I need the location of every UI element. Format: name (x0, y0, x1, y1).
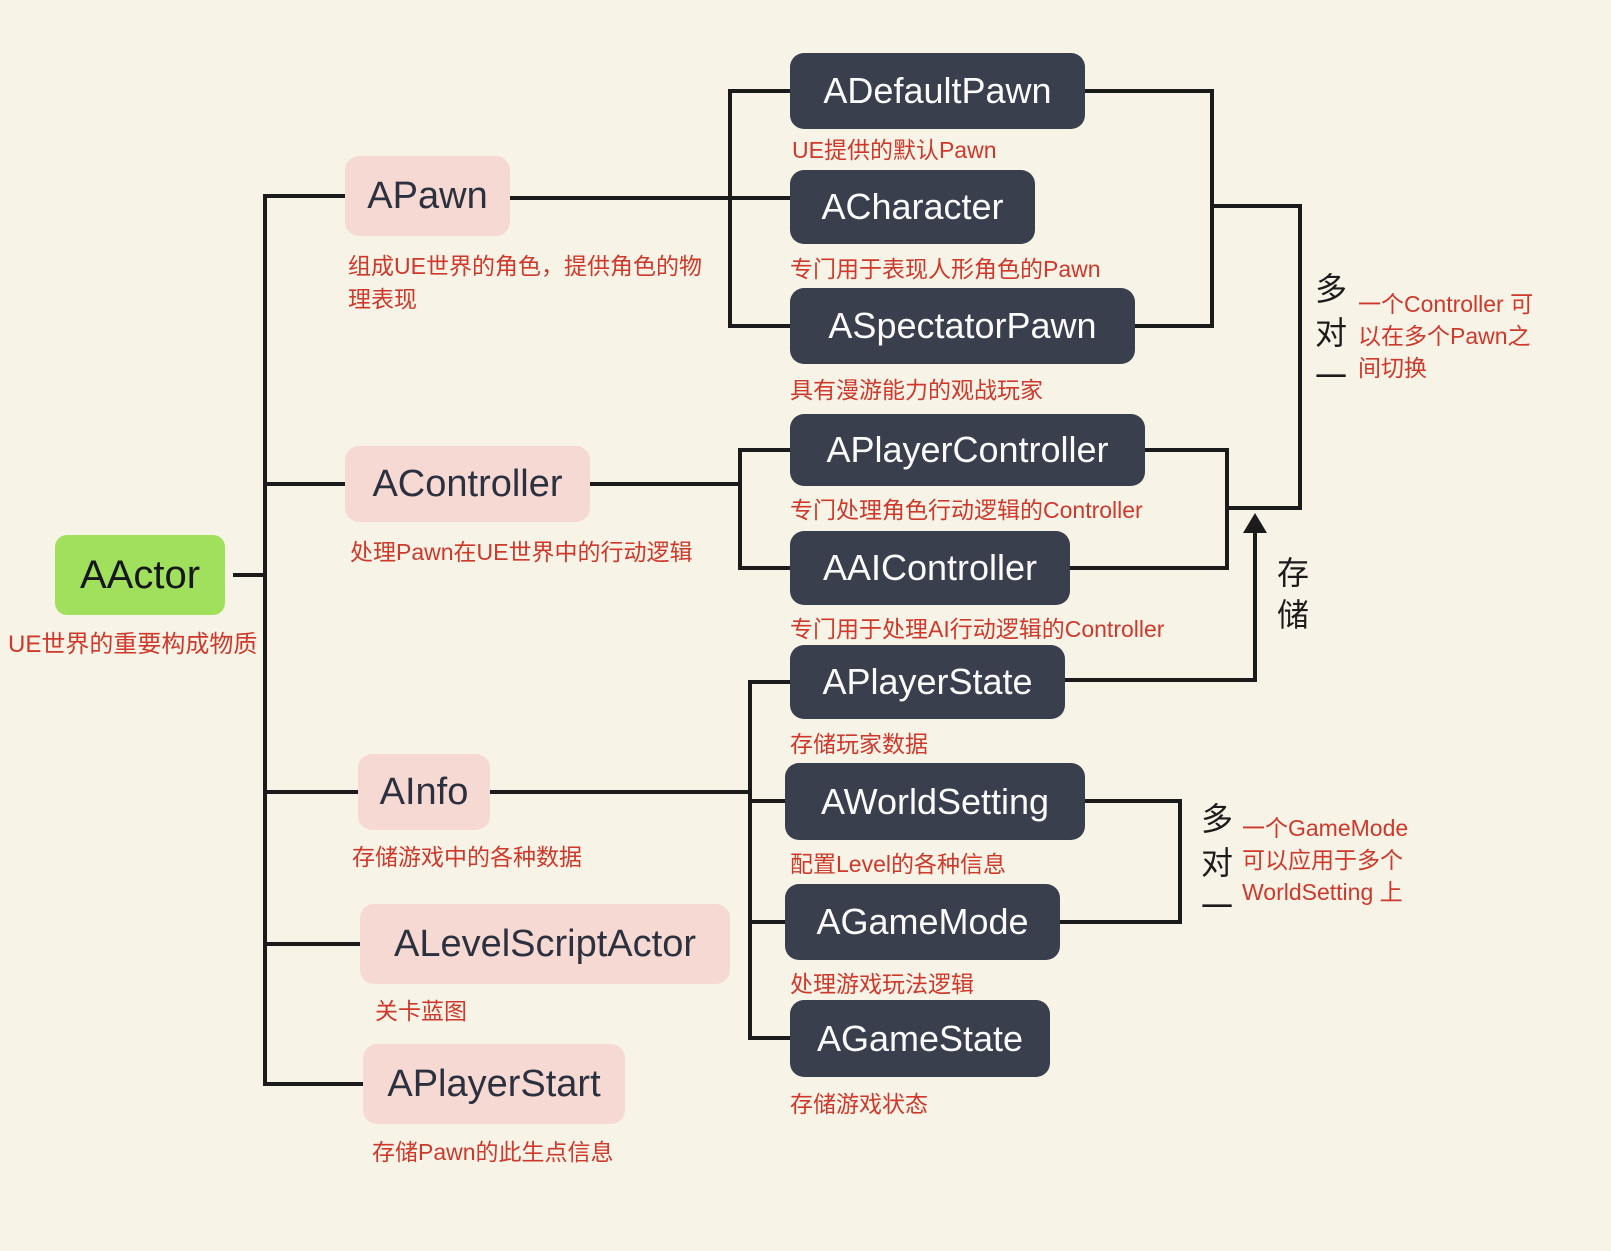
node-acharacter-label: ACharacter (821, 186, 1004, 227)
node-acontroller-label: AController (372, 462, 563, 505)
node-aaicontroller-label: AAIController (822, 547, 1038, 588)
store-arrowhead-icon (1243, 513, 1267, 533)
line-many-to-one-vertical (1298, 204, 1302, 510)
node-aworldsetting: AWorldSetting (785, 763, 1085, 840)
line-stub-aaicontroller (742, 566, 790, 570)
desc-agamestate: 存储游戏状态 (790, 1091, 928, 1117)
line-controller-bracket (738, 448, 742, 570)
line-branch-alevelscriptactor (267, 942, 360, 946)
node-acharacter: ACharacter (790, 170, 1035, 244)
line-pawn-bracket (728, 89, 732, 328)
node-aspectatorpawn: ASpectatorPawn (790, 288, 1135, 364)
relation-label-pawn-controller: 多对一 (1311, 272, 1347, 404)
line-trunk (263, 194, 267, 1086)
desc-acharacter: 专门用于表现人形角色的Pawn (790, 256, 1101, 282)
line-branch-aplayerstart (267, 1082, 363, 1086)
node-aplayerstate: APlayerState (790, 645, 1065, 719)
desc-adefaultpawn: UE提供的默认Pawn (792, 137, 997, 163)
line-acontroller-out (590, 482, 738, 486)
line-aactor-stub (233, 573, 265, 577)
line-info-bracket (748, 680, 752, 1040)
node-alevelscriptactor-label: ALevelScriptActor (393, 922, 696, 965)
line-agamemode-right (1060, 920, 1180, 924)
node-apawn: APawn (345, 156, 510, 236)
desc-agamemode: 处理游戏玩法逻辑 (790, 971, 974, 997)
desc-alevelscriptactor: 关卡蓝图 (375, 998, 467, 1024)
desc-aplayerstate: 存储玩家数据 (790, 731, 928, 757)
node-aplayerstate-label: APlayerState (822, 661, 1033, 702)
relation-label-store: 存储 (1273, 556, 1309, 640)
node-aactor-label: AActor (79, 552, 201, 597)
line-stub-aplayercontroller (742, 448, 790, 452)
line-aspectatorpawn-right (1135, 324, 1212, 328)
node-apawn-label: APawn (367, 174, 488, 217)
line-aplayercontroller-right (1145, 448, 1225, 452)
node-alevelscriptactor: ALevelScriptActor (360, 904, 730, 984)
desc-acontroller: 处理Pawn在UE世界中的行动逻辑 (350, 539, 693, 565)
line-branch-ainfo (267, 790, 360, 794)
line-controller-bracket-link (1229, 506, 1298, 510)
node-ainfo: AInfo (358, 754, 490, 830)
line-aaicontroller-right (1070, 566, 1225, 570)
line-controller-right-bracket (1225, 448, 1229, 570)
line-ainfo-out (490, 790, 748, 794)
node-aactor: AActor (55, 535, 225, 615)
relation-label-gamemode-world: 多对一 (1197, 802, 1233, 934)
line-stub-agamestate (752, 1036, 790, 1040)
line-pawn-bracket-link (1214, 204, 1302, 208)
desc-ainfo: 存储游戏中的各种数据 (352, 844, 582, 870)
desc-aaicontroller: 专门用于处理AI行动逻辑的Controller (790, 616, 1165, 642)
node-agamemode-label: AGameMode (816, 901, 1029, 942)
line-stub-aspectatorpawn (732, 324, 790, 328)
desc-apawn: 组成UE世界的角色，提供角色的物理表现 (348, 253, 702, 312)
node-aplayercontroller: APlayerController (790, 414, 1145, 486)
node-aplayercontroller-label: APlayerController (826, 429, 1109, 470)
line-stub-aworldsetting (752, 799, 785, 803)
desc-aspectatorpawn: 具有漫游能力的观战玩家 (790, 377, 1043, 403)
node-aaicontroller: AAIController (790, 531, 1070, 605)
line-aplayerstate-right (1065, 678, 1257, 682)
relation-note-gamemode-world: 一个GameMode 可以应用于多个 WorldSetting 上 (1242, 815, 1409, 905)
desc-aworldsetting: 配置Level的各种信息 (790, 851, 1006, 877)
node-agamestate: AGameState (790, 1000, 1050, 1077)
node-adefaultpawn-label: ADefaultPawn (823, 70, 1052, 111)
line-apawn-out (510, 196, 790, 200)
node-aplayerstart-label: APlayerStart (387, 1062, 601, 1105)
line-stub-adefaultpawn (732, 89, 790, 93)
line-aworldsetting-right (1085, 799, 1180, 803)
line-pawn-right-bracket (1210, 89, 1214, 328)
line-branch-apawn (267, 194, 345, 198)
node-adefaultpawn: ADefaultPawn (790, 53, 1085, 129)
line-stub-agamemode (752, 920, 785, 924)
desc-aactor: UE世界的重要构成物质 (8, 631, 258, 658)
node-aworldsetting-label: AWorldSetting (820, 780, 1050, 822)
node-aspectatorpawn-label: ASpectatorPawn (828, 305, 1097, 346)
line-gamemode-right-bracket (1178, 799, 1182, 924)
node-agamemode: AGameMode (785, 884, 1060, 960)
node-agamestate-label: AGameState (816, 1017, 1024, 1059)
line-adefaultpawn-right (1085, 89, 1212, 93)
node-acontroller: AController (345, 446, 590, 522)
node-ainfo-label: AInfo (379, 770, 469, 813)
line-branch-acontroller (267, 482, 345, 486)
line-store-arrow-shaft (1253, 532, 1257, 682)
node-aplayerstart: APlayerStart (363, 1044, 625, 1124)
desc-aplayerstart: 存储Pawn的此生点信息 (372, 1139, 614, 1165)
desc-aplayercontroller: 专门处理角色行动逻辑的Controller (790, 497, 1143, 523)
relation-note-pawn-controller: 一个Controller 可以在多个Pawn之间切换 (1358, 291, 1534, 381)
line-stub-aplayerstate (752, 680, 790, 684)
